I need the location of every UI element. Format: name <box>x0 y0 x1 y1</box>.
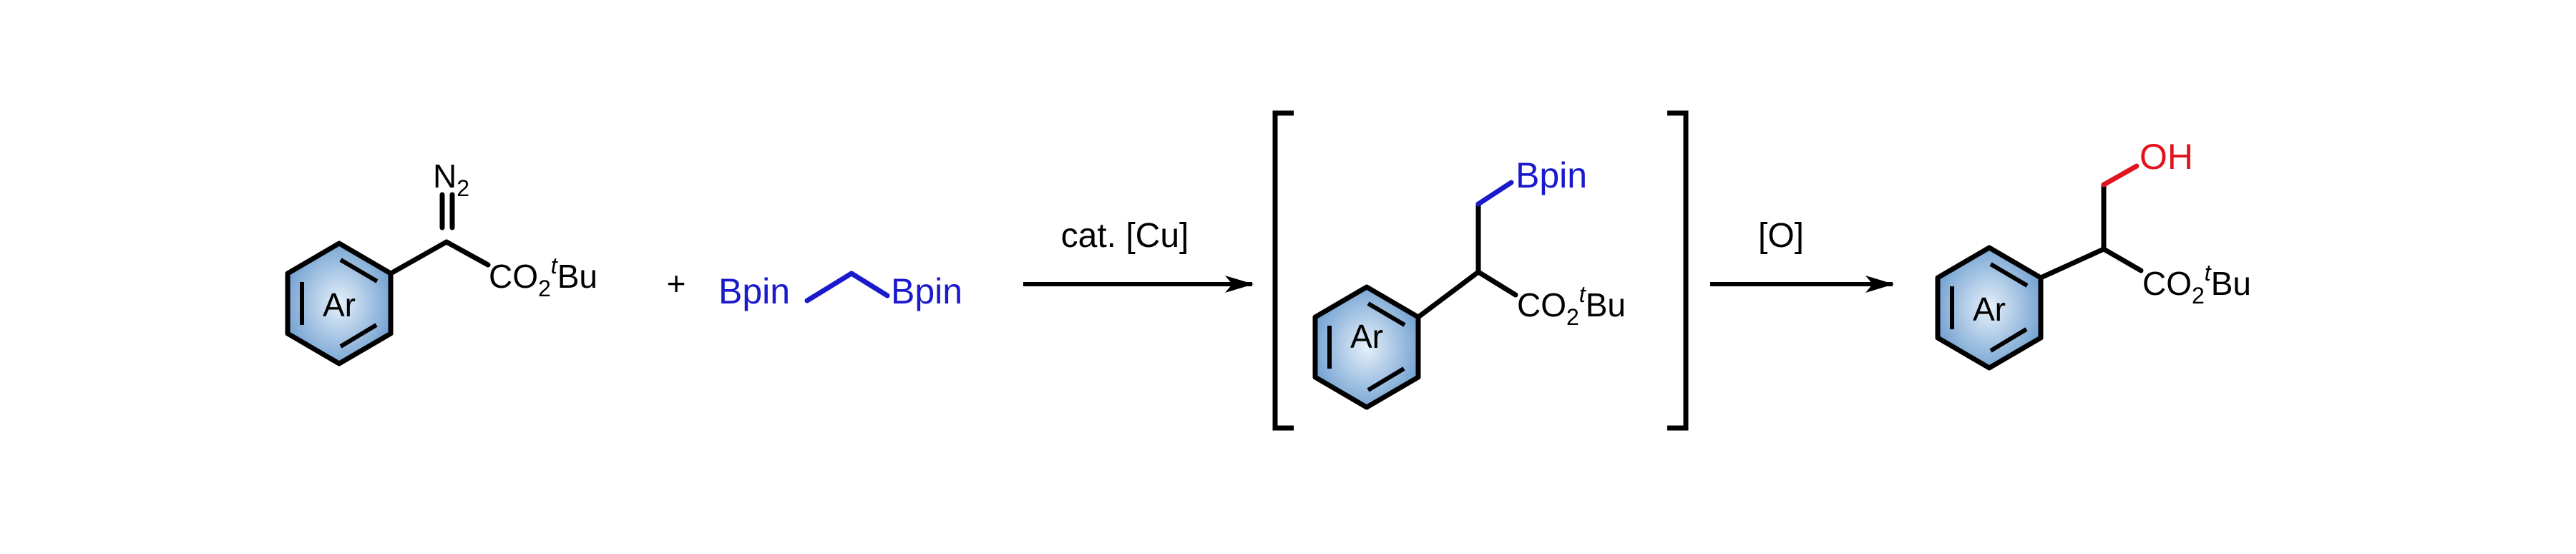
ring-label: Ar <box>323 286 356 324</box>
aryl-ring <box>285 240 394 366</box>
ring-label: Ar <box>1973 291 2006 328</box>
product: Ar OH CO2tBu <box>1935 137 2251 371</box>
reactant-diazoester: Ar N2 CO2tBu <box>285 157 597 366</box>
boryl-bonds <box>804 271 890 303</box>
hydroxyl-label: OH <box>2140 137 2193 177</box>
bonds <box>2038 182 2144 281</box>
reagent-bisboryl: Bpin Bpin <box>718 271 962 311</box>
ester-label: CO2tBu <box>1517 281 1626 330</box>
ester-label: CO2tBu <box>489 253 597 301</box>
reaction-arrow-2: [O] <box>1710 217 1894 293</box>
bpin-right-label: Bpin <box>891 271 962 311</box>
left-bracket <box>1272 110 1294 431</box>
bonds <box>1415 201 1518 320</box>
aryl-ring <box>1312 284 1421 410</box>
bpin-left-label: Bpin <box>718 271 790 311</box>
right-bracket <box>1667 110 1689 431</box>
bonds <box>388 192 491 276</box>
ring-label: Ar <box>1350 318 1383 355</box>
intermediate: Ar Bpin CO2tBu <box>1272 110 1689 431</box>
arrow2-label: [O] <box>1758 217 1804 255</box>
arrow1-label: cat. [Cu] <box>1061 217 1189 255</box>
bpin-label: Bpin <box>1516 155 1587 195</box>
plus-sign: + <box>667 265 686 302</box>
ester-label: CO2tBu <box>2142 260 2251 308</box>
hydroxyl-bond <box>2101 163 2140 188</box>
boryl-bond <box>1475 180 1514 207</box>
reaction-arrow-1: cat. [Cu] <box>1023 217 1254 293</box>
diazo-label: N2 <box>433 157 469 201</box>
